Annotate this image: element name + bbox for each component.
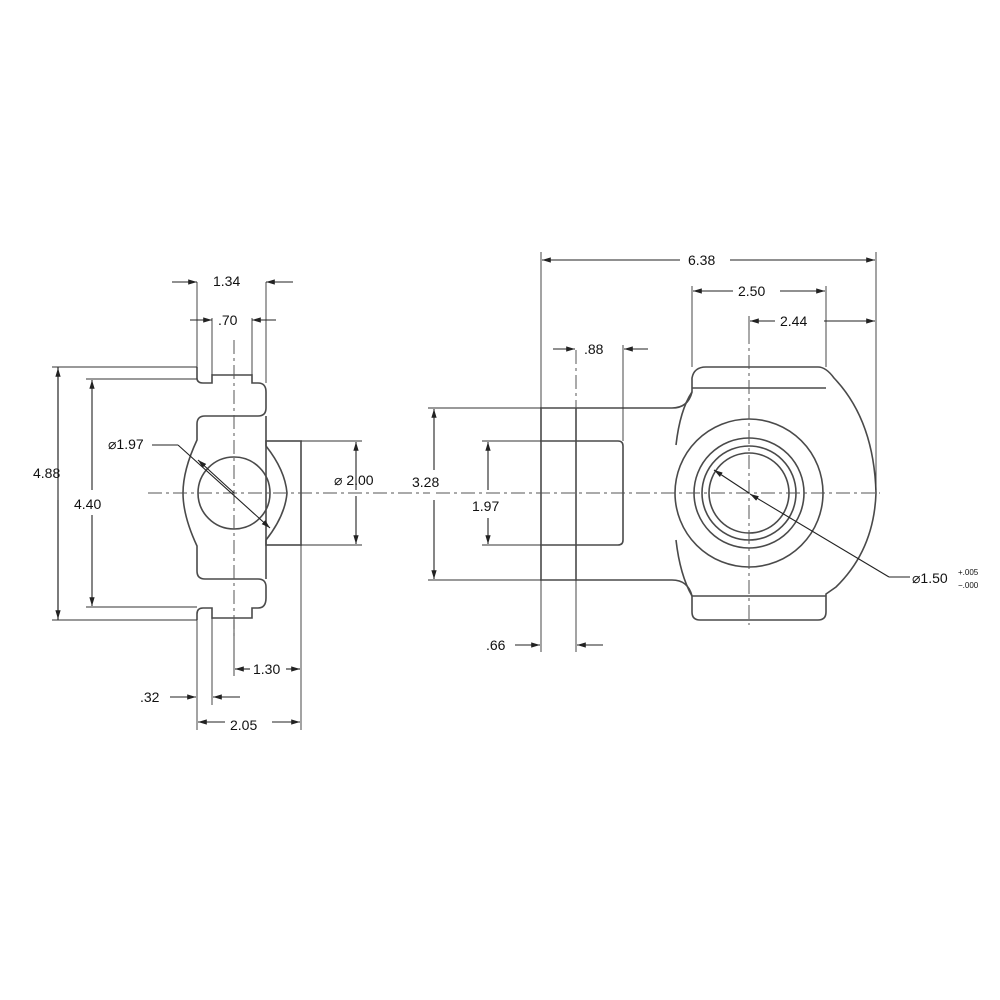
dim-2-50: 2.50 bbox=[738, 283, 765, 299]
dim-1-97: 1.97 bbox=[472, 498, 499, 514]
dim-0-32: .32 bbox=[140, 689, 160, 705]
front-view: 6.38 2.50 2.44 .88 3.28 1.97 . bbox=[412, 252, 979, 653]
dim-1-34: 1.34 bbox=[213, 273, 240, 289]
dim-2-44: 2.44 bbox=[780, 313, 807, 329]
dim-6-38: 6.38 bbox=[688, 252, 715, 268]
dim-3-28: 3.28 bbox=[412, 474, 439, 490]
dim-0-66: .66 bbox=[486, 637, 506, 653]
front-view-head-arc bbox=[675, 391, 693, 597]
tol-minus: −.000 bbox=[958, 581, 979, 590]
dim-dia-1-50: ⌀1.50 bbox=[912, 570, 948, 586]
dim-2-05: 2.05 bbox=[230, 717, 257, 733]
dim-1-30: 1.30 bbox=[253, 661, 280, 677]
dim-4-88: 4.88 bbox=[33, 465, 60, 481]
side-view: 1.34 .70 ⌀1.97 4.88 4.40 ⌀ 2.00 bbox=[33, 273, 430, 733]
dim-4-40: 4.40 bbox=[74, 496, 101, 512]
dim-0-88: .88 bbox=[584, 341, 604, 357]
dim-dia-1-97: ⌀1.97 bbox=[108, 436, 144, 452]
tol-plus: +.005 bbox=[958, 568, 979, 577]
front-view-body bbox=[540, 366, 877, 621]
dim-0-70: .70 bbox=[218, 312, 238, 328]
dim-dia-2-00: ⌀ 2.00 bbox=[334, 472, 374, 488]
